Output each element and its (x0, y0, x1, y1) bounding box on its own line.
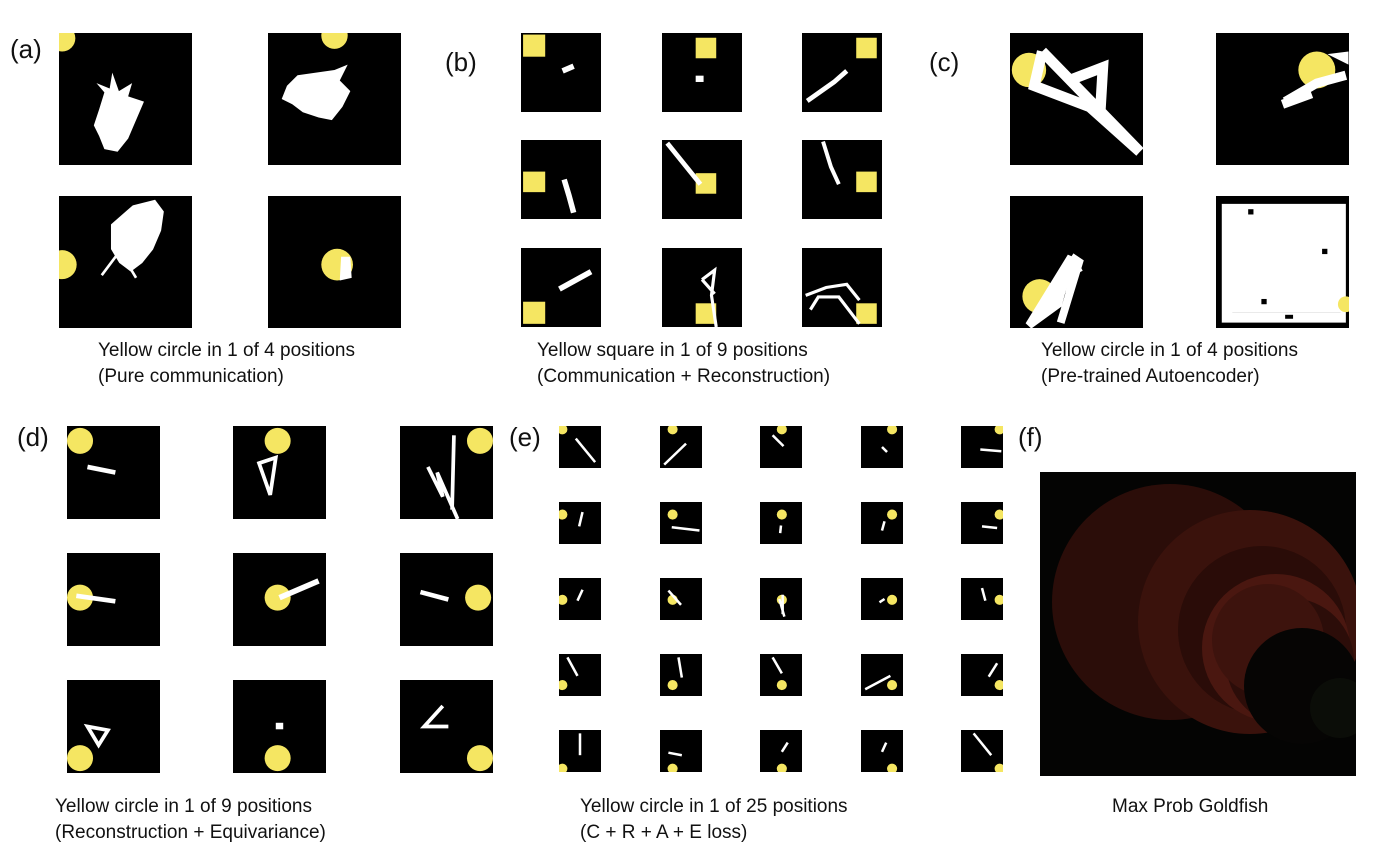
panel-c-caption: Yellow circle in 1 of 4 positions (Pre-t… (1041, 338, 1298, 390)
panel-d-cell (400, 553, 493, 646)
panel-c-cell (1216, 33, 1349, 165)
panel-b-cell (802, 140, 882, 219)
panel-e-caption: Yellow circle in 1 of 25 positions (C + … (580, 794, 848, 846)
panel-e-cell (660, 654, 702, 696)
panel-e-cell (660, 730, 702, 772)
panel-e-cell (861, 578, 903, 620)
panel-c-cell (1010, 196, 1143, 328)
panel-e-cell (760, 654, 802, 696)
panel-c-cell (1010, 33, 1143, 165)
panel-b-cell (802, 33, 882, 112)
panel-b-cell (662, 140, 742, 219)
panel-b-cell (662, 248, 742, 327)
panel-e-cell (961, 730, 1003, 772)
caption-line: Yellow square in 1 of 9 positions (537, 340, 808, 361)
panel-b-cell (521, 33, 601, 112)
panel-e-cell (961, 654, 1003, 696)
panel-e-cell (961, 502, 1003, 544)
panel-b-cell (521, 248, 601, 327)
panel-d-cell (67, 553, 160, 646)
panel-e-cell (760, 730, 802, 772)
panel-e-cell (559, 578, 601, 620)
panel-b-caption: Yellow square in 1 of 9 positions (Commu… (537, 338, 830, 390)
panel-e-cell (961, 578, 1003, 620)
panel-label-f: (f) (1018, 422, 1043, 452)
panel-e-cell (660, 502, 702, 544)
panel-a-cell (268, 33, 401, 165)
panel-b-cell (521, 140, 601, 219)
panel-e-cell (559, 654, 601, 696)
panel-d-cell (400, 426, 493, 519)
panel-e-cell (861, 426, 903, 468)
caption-line: Yellow circle in 1 of 25 positions (580, 796, 848, 817)
panel-e-cell (760, 578, 802, 620)
panel-e-cell (559, 730, 601, 772)
panel-label-d: (d) (17, 422, 49, 452)
panel-label-b: (b) (445, 47, 477, 77)
caption-line: (Reconstruction + Equivariance) (55, 822, 326, 843)
panel-d-cell (400, 680, 493, 773)
caption-line: Yellow circle in 1 of 4 positions (1041, 340, 1298, 361)
panel-label-c: (c) (929, 47, 960, 77)
panel-d-cell (233, 680, 326, 773)
panel-e-cell (760, 502, 802, 544)
panel-d-cell (67, 426, 160, 519)
panel-d-cell (233, 553, 326, 646)
panel-b-cell (802, 248, 882, 327)
panel-label-a: (a) (10, 34, 42, 64)
panel-e-cell (660, 578, 702, 620)
panel-a-cell (59, 196, 192, 328)
panel-a-cell (59, 33, 192, 165)
panel-e-cell (559, 502, 601, 544)
caption-line: (C + R + A + E loss) (580, 822, 748, 843)
panel-e-cell (861, 502, 903, 544)
caption-line: Max Prob Goldfish (1112, 796, 1269, 817)
caption-line: (Communication + Reconstruction) (537, 366, 831, 387)
panel-a-cell (268, 196, 401, 328)
panel-b-cell (662, 33, 742, 112)
panel-d-cell (67, 680, 160, 773)
caption-line: Yellow circle in 1 of 4 positions (98, 340, 355, 361)
max-prob-goldfish-image (1040, 472, 1356, 776)
panel-e-cell (961, 426, 1003, 468)
panel-a-caption: Yellow circle in 1 of 4 positions (Pure … (98, 338, 355, 390)
panel-e-cell (861, 654, 903, 696)
panel-c-cell (1216, 196, 1349, 328)
caption-line: Yellow circle in 1 of 9 positions (55, 796, 312, 817)
panel-e-cell (861, 730, 903, 772)
panel-f-caption: Max Prob Goldfish (1112, 794, 1268, 820)
panel-e-cell (760, 426, 802, 468)
panel-d-cell (233, 426, 326, 519)
panel-e-cell (660, 426, 702, 468)
panel-label-e: (e) (509, 422, 541, 452)
caption-line: (Pre-trained Autoencoder) (1041, 366, 1260, 387)
caption-line: (Pure communication) (98, 366, 284, 387)
panel-e-cell (559, 426, 601, 468)
panel-d-caption: Yellow circle in 1 of 9 positions (Recon… (55, 794, 326, 846)
